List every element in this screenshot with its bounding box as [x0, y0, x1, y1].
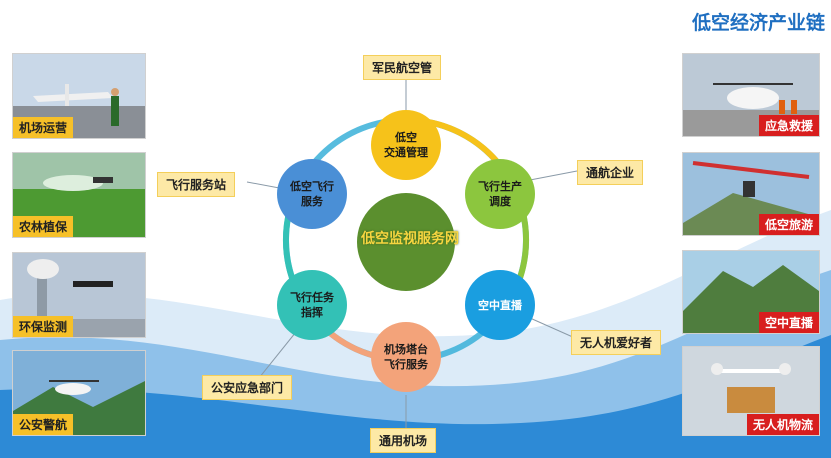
photo-label: 应急救援 [758, 115, 819, 136]
tag-drone-enthusiasts: 无人机爱好者 [571, 330, 662, 355]
photo-emergency-rescue: 应急救援 [682, 53, 820, 137]
photo-airport-operations: 机场运营 [12, 53, 146, 139]
tag-general-airport: 通用机场 [370, 428, 437, 453]
center-label: 低空监视服务网 [361, 231, 459, 247]
tag-general-aviation: 通航企业 [577, 160, 644, 185]
tag-flight-service-station: 飞行服务站 [157, 172, 236, 197]
node-flight-dispatch[interactable]: 飞行生产 调度 [465, 159, 535, 229]
node-label: 飞行生产 调度 [478, 180, 522, 208]
tag-police-emergency: 公安应急部门 [202, 375, 293, 400]
photo-police-aviation: 公安警航 [12, 350, 146, 436]
node-tower-service[interactable]: 机场塔台 飞行服务 [371, 322, 441, 392]
node-flight-service[interactable]: 低空飞行 服务 [277, 159, 347, 229]
photo-label: 机场运营 [13, 117, 74, 138]
node-label: 空中直播 [478, 298, 522, 312]
tag-military-atc: 军民航空管 [363, 55, 442, 80]
photo-drone-logistics: 无人机物流 [682, 346, 820, 436]
node-air-broadcast[interactable]: 空中直播 [465, 270, 535, 340]
node-traffic-management[interactable]: 低空 交通管理 [371, 110, 441, 180]
center-circle [357, 193, 455, 291]
photo-label: 空中直播 [758, 312, 819, 333]
photo-low-altitude-tourism: 低空旅游 [682, 152, 820, 236]
photo-label: 农林植保 [13, 216, 74, 237]
node-label: 机场塔台 飞行服务 [384, 343, 428, 371]
photo-label: 低空旅游 [758, 214, 819, 235]
node-label: 低空飞行 服务 [290, 180, 334, 208]
photo-label: 环保监测 [13, 316, 74, 337]
node-label: 低空 交通管理 [384, 131, 428, 159]
node-mission-command[interactable]: 飞行任务 指挥 [277, 270, 347, 340]
node-label: 飞行任务 指挥 [290, 291, 334, 319]
photo-label: 公安警航 [13, 414, 74, 435]
page-title: 低空经济产业链 [691, 12, 825, 34]
photo-aerial-broadcast: 空中直播 [682, 250, 820, 334]
photo-agriculture-protection: 农林植保 [12, 152, 146, 238]
photo-label: 无人机物流 [746, 414, 819, 435]
photo-environmental-monitoring: 环保监测 [12, 252, 146, 338]
